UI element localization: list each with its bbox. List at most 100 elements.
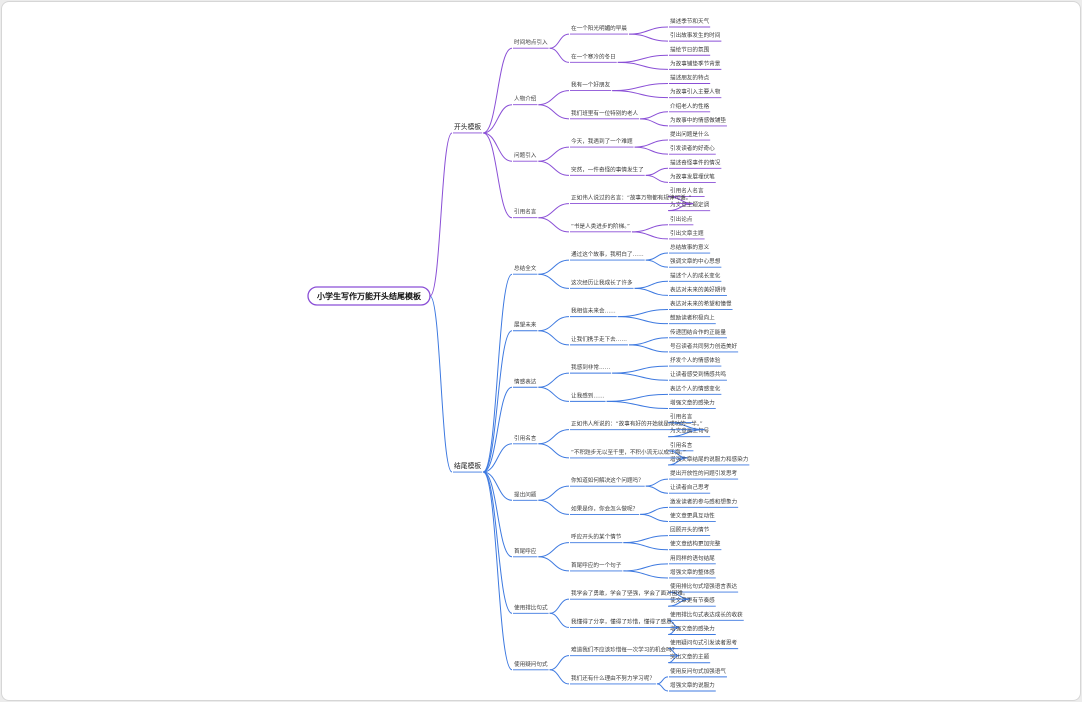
level3-node[interactable]: 我们班里有一位特别的老人 — [571, 109, 639, 117]
leaf-node[interactable]: 为故事铺垫季节背景 — [670, 59, 721, 67]
level2-node[interactable]: 提出问题 — [514, 490, 537, 498]
leaf-node[interactable]: 提出问题是什么 — [670, 130, 710, 138]
level3-node[interactable]: 我们还有什么理由不努力学习呢？ — [571, 674, 655, 682]
leaf-connector — [634, 280, 669, 289]
leaf-node[interactable]: 号召读者共同努力创造美好 — [670, 342, 738, 350]
level2-node[interactable]: 使用排比句式 — [514, 603, 548, 611]
level3-node[interactable]: 我学会了勇敢，学会了坚强，学会了面对困难。 — [571, 589, 688, 597]
leaf-node[interactable]: 描述季节和天气 — [670, 17, 710, 25]
level3-connector — [538, 485, 570, 501]
level3-node[interactable]: 我感到非常…… — [571, 363, 610, 371]
leaf-connector — [656, 676, 669, 685]
level3-connector — [538, 104, 570, 120]
leaf-node[interactable]: 介绍老人的性格 — [670, 102, 710, 110]
leaf-node[interactable]: 为故事中的情感做铺垫 — [670, 116, 726, 124]
level2-node[interactable]: 使用疑问句式 — [514, 660, 548, 668]
leaf-node[interactable]: 让读者感受到情感共鸣 — [670, 370, 726, 378]
leaf-node[interactable]: 使用排比句式增强语言表达 — [670, 582, 738, 590]
leaf-node[interactable]: 增强文章的说服力 — [670, 681, 715, 689]
level2-node[interactable]: 情感表达 — [514, 377, 537, 385]
level3-node[interactable]: 如果是你，你会怎么做呢？ — [571, 504, 638, 512]
leaf-node[interactable]: 抒发个人的情感体验 — [670, 356, 721, 364]
level3-node[interactable]: 正如伟人说过的名言：“故事万物都有规律可循。” — [571, 194, 692, 202]
leaf-node[interactable]: 增强文章的整体感 — [670, 568, 715, 576]
level3-node[interactable]: 首尾呼应的一个句子 — [571, 561, 622, 569]
level3-node[interactable]: 让我们携手走下去…… — [571, 335, 627, 343]
level2-node[interactable]: 展望未来 — [514, 321, 537, 329]
leaf-node[interactable]: 使用排比句式表达成长的收获 — [670, 610, 743, 618]
level3-node[interactable]: “不积跬步无以至千里，不积小流无以成江海。” — [571, 448, 686, 456]
level3-node[interactable]: 突然，一件奇怪的事情发生了 — [571, 165, 644, 173]
leaf-node[interactable]: 引用名言 — [670, 413, 693, 421]
leaf-node[interactable]: 描述奇怪事件的情况 — [670, 158, 721, 166]
leaf-connector — [645, 167, 669, 176]
leaf-node[interactable]: 为故事发展埋伏笔 — [670, 172, 715, 180]
level2-connector — [482, 273, 513, 473]
level3-node[interactable]: 我相信未来会…… — [571, 307, 616, 315]
leaf-node[interactable]: 引用名人名言 — [670, 187, 704, 195]
level3-connector — [538, 330, 570, 346]
leaf-node[interactable]: 强调文章的中心思想 — [670, 257, 721, 265]
leaf-connector — [640, 506, 669, 515]
leaf-node[interactable]: 增强文章的感染力 — [670, 624, 715, 632]
level3-node[interactable]: 今天，我遇到了一个难题 — [571, 137, 633, 145]
leaf-node[interactable]: 回顾开头的情节 — [670, 526, 710, 534]
level2-node[interactable]: 人物介绍 — [514, 95, 537, 103]
level2-node[interactable]: 总结全文 — [514, 264, 537, 272]
leaf-connector — [640, 118, 669, 127]
level3-connector — [549, 669, 570, 685]
leaf-node[interactable]: 提出开放性的问题引发思考 — [670, 469, 738, 477]
level3-node[interactable]: 你知道如何解决这个问题吗？ — [571, 476, 644, 484]
leaf-node[interactable]: 引出故事发生的时间 — [670, 31, 721, 39]
level3-node[interactable]: 这次经历让我成长了许多 — [571, 278, 633, 286]
level2-node[interactable]: 首尾呼应 — [514, 547, 537, 555]
leaf-node[interactable]: 描述朋友的特点 — [670, 74, 710, 82]
level2-node[interactable]: 问题引入 — [514, 151, 537, 159]
leaf-node[interactable]: 使用疑问句式引发读者思考 — [670, 639, 738, 647]
level2-node[interactable]: 时间地点引入 — [514, 38, 548, 46]
level2-connector — [482, 471, 513, 558]
leaf-node[interactable]: 增强文章结尾的说服力和感染力 — [670, 455, 749, 463]
leaf-node[interactable]: 传递团结合作的正能量 — [670, 328, 726, 336]
level3-node[interactable]: 我有一个好朋友 — [571, 81, 611, 89]
level3-node[interactable]: 让我感到…… — [571, 391, 605, 399]
leaf-node[interactable]: 引用名言 — [670, 441, 693, 449]
leaf-node[interactable]: 引出论点 — [670, 215, 693, 223]
leaf-node[interactable]: 总结故事的意义 — [670, 243, 710, 251]
leaf-node[interactable]: 使用反问句式加强语气 — [670, 667, 726, 675]
leaf-node[interactable]: 增强文章的感染力 — [670, 398, 715, 406]
branch-node[interactable]: 结尾模板 — [454, 461, 481, 470]
leaf-node[interactable]: 引出文章主题 — [670, 229, 704, 237]
leaf-node[interactable]: 使文章更有节奏感 — [670, 596, 715, 604]
branch-node[interactable]: 开头模板 — [454, 122, 481, 131]
level3-node[interactable]: 呼应开头的某个情节 — [571, 533, 622, 541]
leaf-node[interactable]: 激发读者的参与感和想象力 — [670, 497, 738, 505]
root-node[interactable] — [307, 286, 431, 306]
leaf-node[interactable]: 为故事引入主要人物 — [670, 88, 721, 96]
leaf-node[interactable]: 描述个人的成长变化 — [670, 271, 721, 279]
level3-node[interactable]: 难道我们不应该珍惜每一次学习的机会吗？ — [571, 646, 677, 654]
leaf-node[interactable]: 鼓励读者积极向上 — [670, 314, 715, 322]
level3-node[interactable]: 通过这个故事，我明白了…… — [571, 250, 644, 258]
leaf-node[interactable]: 为文章画上句号 — [670, 427, 710, 435]
leaf-connector — [628, 26, 669, 35]
level3-node[interactable]: 我懂得了分享，懂得了珍惜，懂得了感恩。 — [571, 617, 677, 625]
leaf-node[interactable]: 让读者自己思考 — [670, 483, 710, 491]
leaf-node[interactable]: 突出文章的主题 — [670, 653, 710, 661]
level3-node[interactable]: 在一个寒冷的冬日 — [571, 52, 616, 60]
level2-node[interactable]: 引用名言 — [514, 434, 537, 442]
level3-node[interactable]: 在一个阳光明媚的早晨 — [571, 24, 627, 32]
leaf-node[interactable]: 引发读者的好奇心 — [670, 144, 715, 152]
leaf-node[interactable]: 使文章结构更加完整 — [670, 540, 721, 548]
leaf-node[interactable]: 用同样的语句结尾 — [670, 554, 715, 562]
leaf-node[interactable]: 描绘节日的氛围 — [670, 45, 710, 53]
leaf-node[interactable]: 表达对未来的美好期待 — [670, 285, 726, 293]
level3-node[interactable]: “书是人类进步的阶梯。” — [571, 222, 630, 230]
leaf-node[interactable]: 表达个人的情感变化 — [670, 384, 721, 392]
leaf-node[interactable]: 为文章主题定调 — [670, 201, 710, 209]
leaf-node[interactable]: 表达对未来的希望和憧憬 — [670, 300, 732, 308]
level2-node[interactable]: 引用名言 — [514, 208, 537, 216]
level3-node[interactable]: 正如伟人所说的：“故事有好的开始就是成功的一半。” — [571, 420, 703, 428]
leaf-node[interactable]: 使文章更具互动性 — [670, 511, 715, 519]
